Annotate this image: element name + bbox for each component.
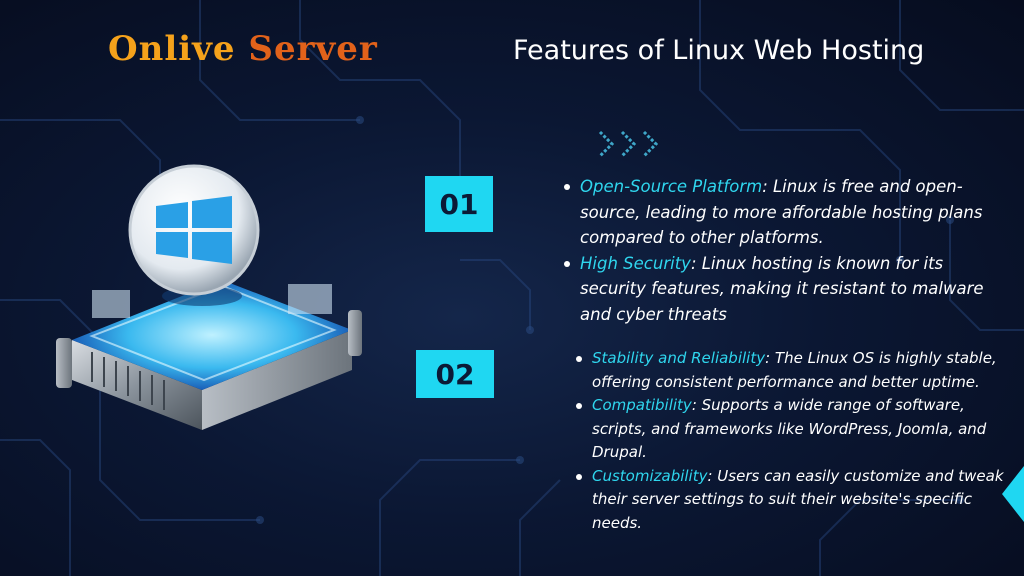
feature-item: Stability and Reliability: The Linux OS … xyxy=(574,347,1004,394)
feature-list-01: Open-Source Platform: Linux is free and … xyxy=(562,174,992,327)
feature-text: : Linux is free and open-source, leading… xyxy=(580,177,983,247)
feature-item: Customizability: Users can easily custom… xyxy=(574,465,1004,536)
brand-word-2: Server xyxy=(248,29,378,69)
windows-server-illustration xyxy=(56,164,362,430)
triangle-decoration-icon xyxy=(1002,466,1024,522)
feature-text: : Users can easily customize and tweak t… xyxy=(592,466,1004,532)
section-number-01: 01 xyxy=(425,176,493,232)
page-title: Features of Linux Web Hosting xyxy=(513,35,925,66)
bullet-icon xyxy=(564,184,570,190)
feature-term: Customizability xyxy=(592,466,708,485)
feature-list-02: Stability and Reliability: The Linux OS … xyxy=(574,347,1004,535)
bullet-icon xyxy=(576,356,582,362)
feature-term: Compatibility xyxy=(592,396,692,414)
chevrons-right-icon xyxy=(598,130,659,158)
windows-logo-icon xyxy=(156,196,232,264)
bullet-icon xyxy=(576,403,582,409)
feature-term: Stability and Reliability xyxy=(592,349,766,367)
feature-term: High Security xyxy=(580,253,691,273)
feature-term: Open-Source Platform xyxy=(580,177,763,196)
brand-word-1: Onlive xyxy=(108,29,236,69)
feature-text: : The Linux OS is highly stable, offerin… xyxy=(592,349,997,391)
bullet-icon xyxy=(564,260,570,267)
feature-item: High Security: Linux hosting is known fo… xyxy=(562,251,992,328)
bullet-icon xyxy=(576,473,582,480)
section-number-02: 02 xyxy=(416,350,494,398)
feature-text: : Supports a wide range of software, scr… xyxy=(592,396,987,461)
feature-item: Compatibility: Supports a wide range of … xyxy=(574,394,1004,465)
feature-text: : Linux hosting is known for its securit… xyxy=(580,253,984,324)
feature-item: Open-Source Platform: Linux is free and … xyxy=(562,174,992,251)
brand-logo: Onlive Server xyxy=(108,26,378,72)
